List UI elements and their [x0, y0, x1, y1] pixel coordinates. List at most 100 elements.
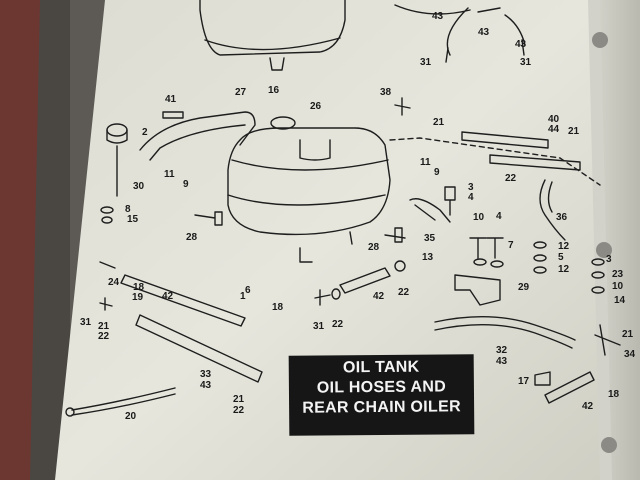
callout-c24: 24 [108, 277, 120, 288]
washer [100, 206, 114, 214]
upper-oil-tank [199, 0, 346, 56]
washer [473, 258, 487, 266]
fitting-31 [99, 297, 113, 311]
hose-44 [489, 154, 581, 171]
callout-c21c: 21 [98, 321, 110, 332]
callout-c21a: 21 [433, 117, 445, 128]
hose-top-right [394, 4, 526, 56]
hose-42-middle [339, 267, 391, 294]
callout-c29: 29 [518, 282, 530, 293]
hose-40 [461, 131, 549, 149]
callout-c5: 5 [558, 252, 564, 263]
tank-bracket [139, 111, 256, 161]
bolts-4-7 [469, 237, 504, 259]
dipstick [106, 129, 128, 197]
clip-35 [409, 198, 451, 223]
callout-c17: 17 [518, 376, 530, 387]
callout-c10b: 10 [612, 281, 624, 292]
callout-c30: 30 [133, 181, 145, 192]
callout-c35: 35 [424, 233, 436, 244]
ring-hole [596, 242, 612, 258]
hose-fittings-top [445, 39, 525, 63]
callout-c2: 2 [142, 127, 148, 138]
hose-42-right [544, 371, 595, 404]
callout-c22c: 22 [98, 331, 110, 342]
tank-filler-neck [299, 139, 331, 161]
tank-cap [270, 116, 296, 130]
hose-32 [434, 315, 576, 341]
washer [533, 241, 547, 249]
callout-c34: 34 [624, 349, 636, 360]
ring-hole [601, 437, 617, 453]
callout-c43b: 43 [478, 27, 490, 38]
title-line-3: REAR CHAIN OILER [302, 398, 461, 417]
title-line-2: OIL HOSES AND [316, 378, 447, 397]
title-line-1: OIL TANK [342, 358, 420, 377]
callout-c28a: 28 [186, 232, 198, 243]
callout-c44: 44 [548, 124, 560, 135]
callout-c18b: 18 [272, 302, 284, 313]
fitting-38 [394, 97, 411, 116]
clip-17 [534, 371, 551, 386]
hose-route-dashed [389, 137, 601, 186]
callout-c9a: 9 [183, 179, 189, 190]
tank-top-edge [231, 159, 389, 171]
callout-c15a: 15 [127, 214, 139, 225]
upper-tank-fitting [269, 57, 285, 71]
callout-c8: 8 [125, 204, 131, 215]
callout-c42b: 42 [373, 291, 385, 302]
callout-c23: 23 [612, 269, 624, 280]
hose-33 [135, 314, 263, 383]
ring-hole [592, 32, 608, 48]
stud-right [384, 227, 406, 243]
callout-c41: 41 [165, 94, 177, 105]
fitting-31-middle [314, 289, 331, 306]
callout-c31b: 31 [520, 57, 532, 68]
callout-c22b: 22 [398, 287, 410, 298]
callout-c31c: 31 [80, 317, 92, 328]
callout-c4b: 4 [496, 211, 502, 222]
callout-c43a: 43 [432, 11, 444, 22]
callout-c11a: 11 [164, 169, 175, 180]
callout-c7: 7 [508, 240, 514, 251]
callout-c4a: 4 [468, 192, 474, 203]
binder-edge [0, 0, 40, 480]
tank-mount [299, 231, 353, 263]
washer [490, 260, 504, 268]
callout-c40: 40 [548, 114, 560, 125]
washer [591, 258, 605, 266]
fitting-24 [99, 261, 116, 269]
callout-c42c: 42 [582, 401, 594, 412]
callout-c38: 38 [380, 87, 392, 98]
callout-c12a: 12 [558, 241, 570, 252]
bracket-36 [539, 179, 566, 241]
callout-c22d: 22 [332, 319, 344, 330]
callout-c20: 20 [125, 411, 137, 422]
oiler-rod-20 [71, 387, 176, 416]
fitting-34 [594, 324, 621, 356]
washer [591, 271, 605, 279]
callout-c21d: 21 [622, 329, 634, 340]
callout-c18c: 18 [608, 389, 620, 400]
callout-c12b: 12 [558, 264, 570, 275]
callout-c22a: 22 [505, 173, 517, 184]
callout-c11b: 11 [420, 157, 431, 168]
clamp [394, 260, 406, 272]
hose-32-inner [434, 323, 573, 349]
callout-c3: 3 [468, 182, 474, 193]
washer [591, 286, 605, 294]
callout-c43d: 43 [496, 356, 508, 367]
washer [101, 216, 113, 224]
bolt-3 [444, 186, 456, 216]
callout-c16: 16 [268, 85, 280, 96]
washer [533, 254, 547, 262]
washer [533, 266, 547, 274]
rod-end [65, 407, 75, 417]
stud-left [194, 211, 223, 226]
callout-c43e: 43 [200, 380, 212, 391]
callout-c27: 27 [235, 87, 247, 98]
callout-c28b: 28 [368, 242, 380, 253]
tank-seam [227, 194, 386, 206]
callout-c36: 36 [556, 212, 568, 223]
callout-c3b: 3 [606, 254, 612, 265]
